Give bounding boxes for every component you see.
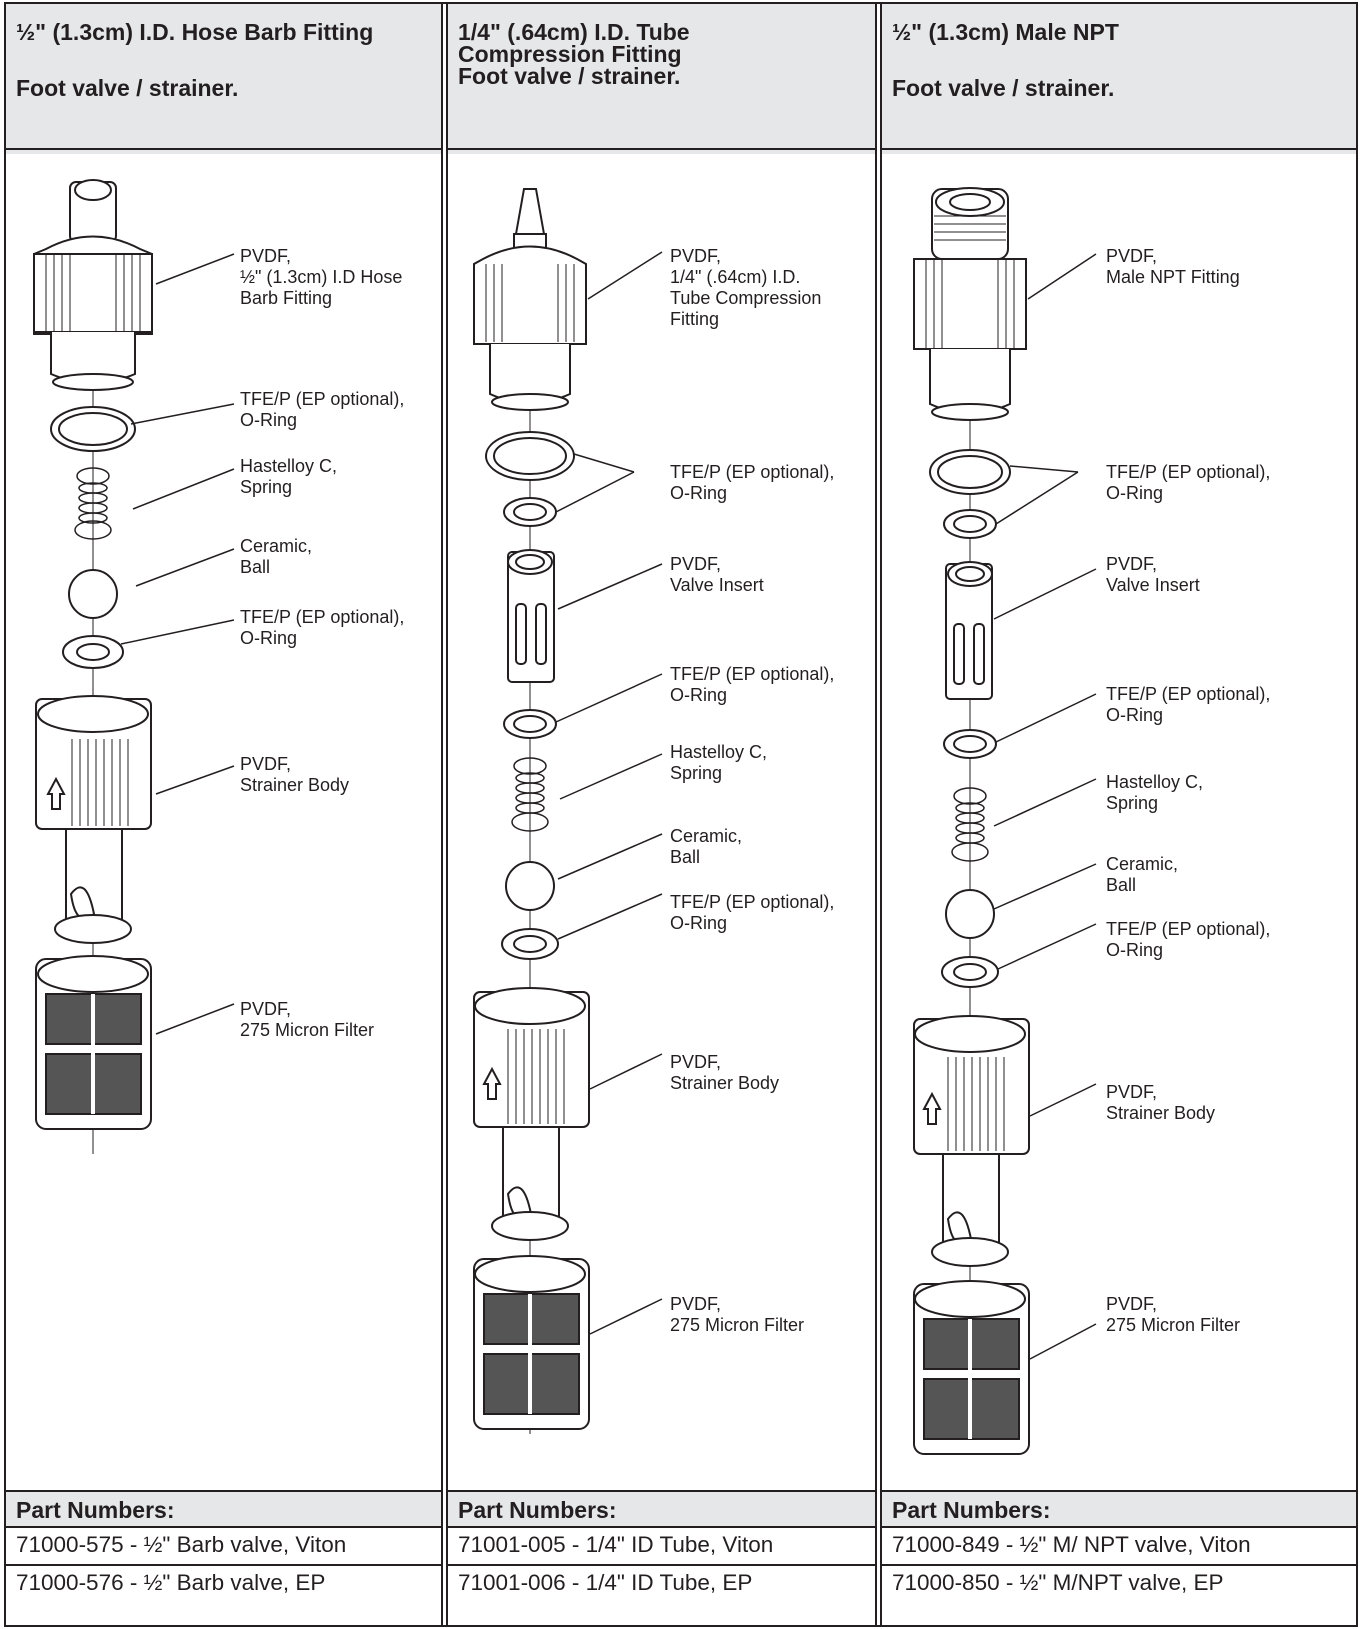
column-header: 1/4" (.64cm) I.D. Tube Compression Fitti…: [448, 4, 875, 154]
column-title-line2: Compression Fitting: [458, 41, 682, 67]
column-subtitle: Foot valve / strainer.: [458, 63, 681, 89]
label-spring: Hastelloy C,Spring: [240, 456, 338, 497]
column-title: ½" (1.3cm) I.D. Hose Barb Fitting: [16, 19, 374, 45]
label-o-ring: TFE/P (EP optional),O-Ring: [670, 462, 835, 503]
column-hose-barb: ½" (1.3cm) I.D. Hose Barb Fitting Foot v…: [6, 4, 441, 1625]
filter-part: [35, 955, 152, 1130]
label-o-ring: TFE/P (EP optional),O-Ring: [240, 607, 405, 648]
label-filter: PVDF,275 Micron Filter: [670, 1294, 805, 1335]
label-ball: Ceramic,Ball: [670, 826, 743, 867]
column-subtitle: Foot valve / strainer.: [892, 75, 1115, 101]
column-subtitle: Foot valve / strainer.: [16, 75, 239, 101]
label-strainer-body: PVDF,Strainer Body: [240, 754, 350, 795]
ball-part: [68, 569, 118, 619]
label-ball: Ceramic,Ball: [240, 536, 313, 577]
column-header: ½" (1.3cm) I.D. Hose Barb Fitting Foot v…: [6, 4, 441, 154]
label-o-ring: TFE/P (EP optional),O-Ring: [670, 664, 835, 705]
label-o-ring: TFE/P (EP optional),O-Ring: [1106, 462, 1271, 503]
exploded-view-male-npt: [913, 187, 1097, 1455]
column-tube-compression: 1/4" (.64cm) I.D. Tube Compression Fitti…: [448, 4, 875, 1625]
label-valve-insert: PVDF,Valve Insert: [1106, 554, 1200, 595]
part-numbers-header: Part Numbers:: [882, 1492, 1356, 1526]
part-numbers-header: Part Numbers:: [6, 1492, 441, 1526]
column-title: 1/4" (.64cm) I.D. Tube: [458, 19, 690, 45]
parts-table: ½" (1.3cm) I.D. Hose Barb Fitting Foot v…: [4, 2, 1358, 1627]
label-valve-insert: PVDF,Valve Insert: [670, 554, 764, 595]
column-title: ½" (1.3cm) Male NPT: [892, 19, 1119, 45]
label-o-ring: TFE/P (EP optional),O-Ring: [1106, 684, 1271, 725]
label-o-ring: TFE/P (EP optional),O-Ring: [1106, 919, 1271, 960]
column-header: ½" (1.3cm) Male NPT Foot valve / straine…: [882, 4, 1356, 154]
part-number-row: 71000-849 - ½" M/ NPT valve, Viton: [892, 1532, 1251, 1557]
label-filter: PVDF,275 Micron Filter: [1106, 1294, 1241, 1335]
part-number-row: 71000-850 - ½" M/NPT valve, EP: [892, 1570, 1224, 1595]
exploded-view-hose-barb: [33, 179, 235, 1154]
column-male-npt: ½" (1.3cm) Male NPT Foot valve / straine…: [882, 4, 1356, 1625]
part-number-row: 71000-576 - ½" Barb valve, EP: [16, 1570, 326, 1595]
label-spring: Hastelloy C,Spring: [1106, 772, 1204, 813]
label-strainer-body: PVDF,Strainer Body: [670, 1052, 780, 1093]
part-number-row: 71001-006 - 1/4" ID Tube, EP: [458, 1570, 753, 1595]
label-strainer-body: PVDF,Strainer Body: [1106, 1082, 1216, 1123]
part-numbers-header: Part Numbers:: [448, 1492, 875, 1526]
label-spring: Hastelloy C,Spring: [670, 742, 768, 783]
label-fitting: PVDF,Male NPT Fitting: [1106, 246, 1240, 287]
hose-barb-fitting-part: [33, 179, 153, 391]
strainer-body-part: [35, 695, 152, 944]
label-filter: PVDF,275 Micron Filter: [240, 999, 375, 1040]
part-number-row: 71000-575 - ½" Barb valve, Viton: [16, 1532, 347, 1557]
label-o-ring: TFE/P (EP optional),O-Ring: [670, 892, 835, 933]
label-o-ring: TFE/P (EP optional),O-Ring: [240, 389, 405, 430]
exploded-view-tube-compression: [473, 188, 663, 1434]
label-ball: Ceramic,Ball: [1106, 854, 1179, 895]
spring-part: [74, 467, 112, 540]
part-number-row: 71001-005 - 1/4" ID Tube, Viton: [458, 1532, 774, 1557]
